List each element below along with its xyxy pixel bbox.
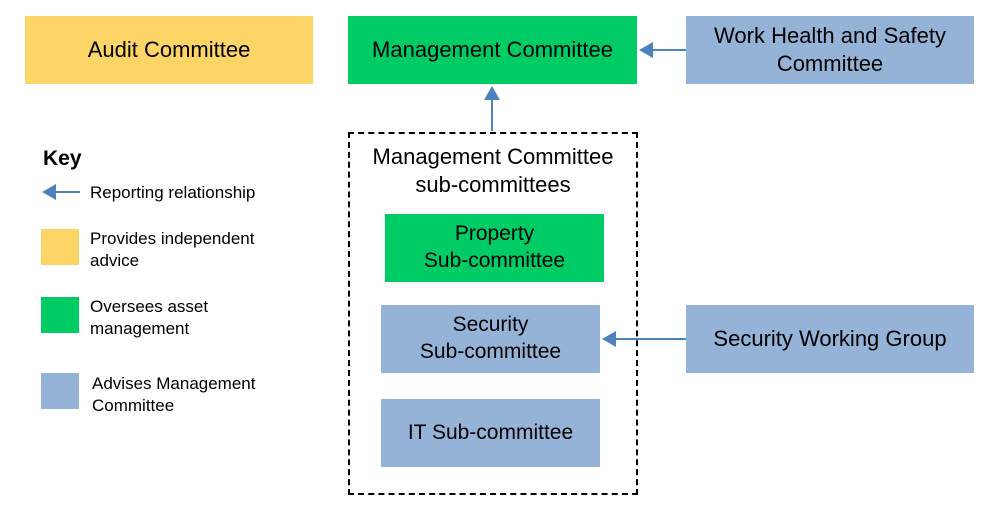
property-line2: Sub-committee	[423, 249, 566, 272]
key-independent-line2: advice	[90, 251, 140, 271]
key-independent-label: Provides independent advice	[90, 228, 254, 272]
key-advises-label: Advises Management Committee	[92, 373, 255, 417]
group-title-line2: sub-committees	[415, 172, 571, 198]
whs-committee-line2: Committee	[776, 51, 884, 76]
property-subcommittee-label: Property Sub-committee	[424, 221, 565, 275]
key-swatch-asset	[41, 297, 79, 333]
subcommittees-group-title: Management Committee sub-committees	[350, 143, 636, 199]
security-subcommittee-label: Security Sub-committee	[420, 312, 561, 366]
security-line1: Security	[452, 313, 529, 337]
property-line1: Property	[454, 222, 535, 246]
management-committee-label: Management Committee	[372, 36, 613, 62]
property-subcommittee-box: Property Sub-committee	[385, 214, 604, 282]
key-asset-line1: Oversees asset	[90, 297, 209, 316]
key-arrow-icon	[42, 184, 80, 200]
arrow-whs-to-management	[639, 42, 686, 58]
whs-committee-box: Work Health and Safety Committee	[686, 16, 974, 84]
arrow-subcommittees-to-management	[484, 86, 500, 131]
security-subcommittee-box: Security Sub-committee	[381, 305, 600, 373]
whs-committee-line1: Work Health and Safety	[714, 22, 946, 48]
key-advises-line1: Advises Management	[92, 374, 256, 393]
key-advises-line2: Committee	[92, 396, 175, 416]
key-asset-label: Oversees asset management	[90, 296, 208, 340]
audit-committee-label: Audit Committee	[87, 36, 251, 62]
group-title-line1: Management Committee	[372, 144, 614, 169]
it-subcommittee-label: IT Sub-committee	[407, 420, 574, 444]
key-swatch-independent	[41, 229, 79, 265]
audit-committee-box: Audit Committee	[25, 16, 313, 84]
key-title: Key	[43, 147, 82, 170]
subcommittees-group	[348, 132, 638, 495]
security-working-group-label: Security Working Group	[713, 325, 947, 351]
management-committee-box: Management Committee	[348, 16, 637, 84]
security-line2: Sub-committee	[419, 340, 562, 363]
arrow-swg-to-security	[602, 331, 686, 347]
key-independent-line1: Provides independent	[90, 229, 255, 248]
security-working-group-box: Security Working Group	[686, 305, 974, 373]
key-asset-line2: management	[90, 319, 190, 339]
key-reporting-label: Reporting relationship	[90, 183, 256, 202]
it-subcommittee-box: IT Sub-committee	[381, 399, 600, 467]
whs-committee-label: Work Health and Safety Committee	[714, 22, 946, 78]
key-swatch-advises	[41, 373, 79, 409]
